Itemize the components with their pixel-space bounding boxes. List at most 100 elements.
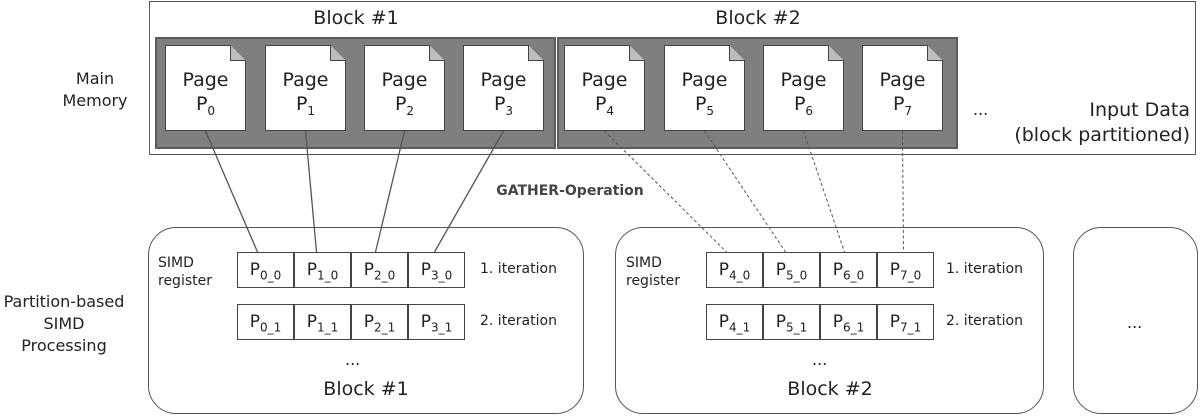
simd-cell-label-subscript: 3_1 bbox=[430, 320, 453, 335]
simd-cell-label-base: P bbox=[775, 260, 786, 280]
memory-ellipsis: ... bbox=[973, 100, 989, 119]
page-id-subscript: 2 bbox=[406, 103, 415, 118]
page-id-base: P bbox=[892, 93, 905, 115]
simd-cell-label-subscript: 1_0 bbox=[316, 268, 339, 283]
page-id-base: P bbox=[295, 93, 308, 115]
simd-register-cell: P2_1 bbox=[351, 304, 408, 340]
processing-block-3 bbox=[1073, 227, 1198, 414]
page-fold-corner bbox=[330, 45, 346, 61]
simd-register-cell: P1_1 bbox=[294, 304, 351, 340]
simd-cell-label-base: P bbox=[889, 260, 900, 280]
page-id: P3 bbox=[464, 92, 543, 116]
simd-cell-label-subscript: 2_1 bbox=[373, 320, 396, 335]
simd-register-label: SIMD register bbox=[158, 254, 212, 290]
page-id-subscript: 7 bbox=[904, 103, 913, 118]
page-id-subscript: 6 bbox=[805, 103, 814, 118]
simd-cell-label-base: P bbox=[718, 312, 729, 332]
simd-register-label-line: SIMD bbox=[158, 255, 194, 271]
simd-cell-label-base: P bbox=[306, 260, 317, 280]
simd-cell-label-subscript: 5_1 bbox=[785, 320, 808, 335]
simd-register-label-line: register bbox=[158, 273, 212, 289]
simd-register-cell: P5_0 bbox=[763, 252, 820, 288]
page-word: Page bbox=[780, 69, 827, 91]
simd-register-cell: P1_0 bbox=[294, 252, 351, 288]
page-fold-corner bbox=[528, 45, 544, 61]
page-fold-corner bbox=[230, 45, 246, 61]
page-id: P7 bbox=[863, 92, 942, 116]
simd-cell-label-subscript: 5_0 bbox=[785, 268, 808, 283]
simd-cell-label-subscript: 7_1 bbox=[899, 320, 922, 335]
simd-register-label-line: register bbox=[626, 273, 680, 289]
simd-cell-label-subscript: 3_0 bbox=[430, 268, 453, 283]
simd-register-cell: P6_0 bbox=[820, 252, 877, 288]
third-block-ellipsis: ... bbox=[1127, 313, 1143, 332]
page-id-base: P bbox=[694, 93, 707, 115]
page-word: Page bbox=[581, 69, 628, 91]
iteration-label: 2. iteration bbox=[946, 313, 1023, 329]
simd-register-cell: P7_0 bbox=[877, 252, 934, 288]
page-id-base: P bbox=[594, 93, 607, 115]
page-fold-corner bbox=[629, 45, 645, 61]
simd-register-cell: P3_1 bbox=[408, 304, 465, 340]
simd-cell-label-base: P bbox=[775, 312, 786, 332]
input-data-label: Input Data (block partitioned) bbox=[1014, 98, 1190, 148]
simd-register-cell: P5_1 bbox=[763, 304, 820, 340]
processing-block-title: Block #1 bbox=[323, 378, 409, 400]
page-id-subscript: 4 bbox=[606, 103, 615, 118]
page-id-subscript: 3 bbox=[505, 103, 514, 118]
main-memory-label: Main Memory bbox=[55, 68, 135, 112]
simd-cell-label-base: P bbox=[363, 312, 374, 332]
page-id-base: P bbox=[195, 93, 208, 115]
processing-label-line: Partition-based bbox=[3, 292, 125, 311]
iteration-label: 2. iteration bbox=[480, 313, 557, 329]
register-ellipsis: ... bbox=[345, 350, 361, 369]
simd-cell-label-base: P bbox=[306, 312, 317, 332]
simd-cell-label-subscript: 6_0 bbox=[842, 268, 865, 283]
page-word: Page bbox=[381, 69, 428, 91]
page-fold-corner bbox=[828, 45, 844, 61]
input-data-label-line: (block partitioned) bbox=[1014, 124, 1190, 146]
memory-block-title: Block #2 bbox=[715, 7, 801, 29]
page-word: Page bbox=[282, 69, 329, 91]
page-id: P2 bbox=[365, 92, 444, 116]
simd-cell-label-base: P bbox=[718, 260, 729, 280]
simd-cell-label-subscript: 1_1 bbox=[316, 320, 339, 335]
processing-label-line: SIMD bbox=[43, 314, 85, 333]
processing-label: Partition-based SIMD Processing bbox=[0, 291, 128, 357]
simd-cell-label-subscript: 0_0 bbox=[259, 268, 282, 283]
simd-cell-label-subscript: 7_0 bbox=[899, 268, 922, 283]
gather-operation-label: GATHER-Operation bbox=[496, 183, 644, 199]
simd-register-cell: P4_1 bbox=[706, 304, 763, 340]
simd-cell-label-base: P bbox=[249, 312, 260, 332]
simd-register-cell: P0_1 bbox=[237, 304, 294, 340]
page-id: P0 bbox=[166, 92, 245, 116]
iteration-label: 1. iteration bbox=[946, 261, 1023, 277]
input-data-label-line: Input Data bbox=[1089, 99, 1190, 121]
page-id: P4 bbox=[565, 92, 644, 116]
simd-cell-label-subscript: 4_1 bbox=[728, 320, 751, 335]
register-ellipsis: ... bbox=[812, 350, 828, 369]
page-id: P6 bbox=[764, 92, 843, 116]
simd-cell-label-base: P bbox=[420, 260, 431, 280]
simd-cell-label-base: P bbox=[832, 260, 843, 280]
main-memory-label-line: Main bbox=[75, 69, 115, 88]
simd-cell-label-base: P bbox=[249, 260, 260, 280]
simd-cell-label-subscript: 6_1 bbox=[842, 320, 865, 335]
simd-register-label-line: SIMD bbox=[626, 255, 662, 271]
page-id: P5 bbox=[665, 92, 744, 116]
simd-register-cell: P6_1 bbox=[820, 304, 877, 340]
page-word: Page bbox=[182, 69, 229, 91]
page-fold-corner bbox=[927, 45, 943, 61]
